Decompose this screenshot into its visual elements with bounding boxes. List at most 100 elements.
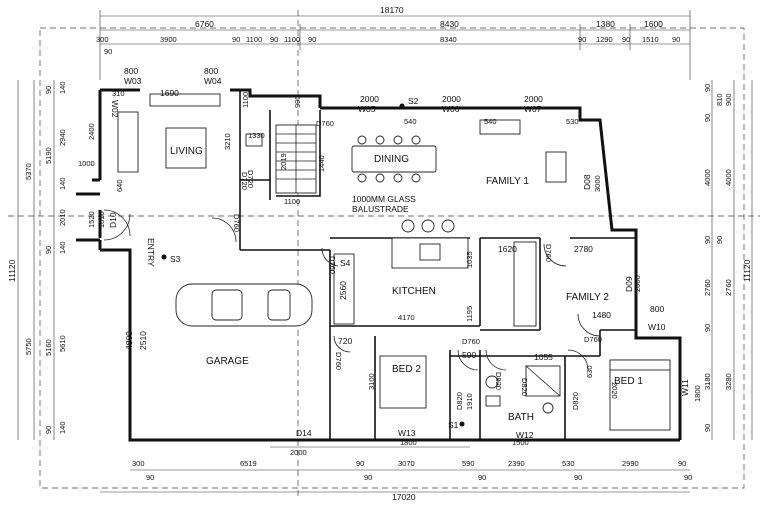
dim-640: 640 <box>115 179 124 192</box>
car <box>175 283 313 327</box>
tag-d760-4: D760 <box>462 337 480 346</box>
dim-310: 310 <box>112 89 125 98</box>
dim-1055: 1055 <box>534 352 553 362</box>
dim-1330: 1330 <box>248 131 265 140</box>
dim-left-r2-9: 90 <box>44 426 53 434</box>
living-furniture <box>117 93 263 173</box>
dim-top-r2-6: 90 <box>308 35 316 44</box>
interior-dimensions: 800 800 1690 310 1100 990 1100 3210 1330… <box>112 66 664 410</box>
tag-d08: D08 <box>582 174 592 190</box>
tag-w12: W12 <box>516 430 534 440</box>
dim-bottom-r1-2: 90 <box>356 459 364 468</box>
tag-d760-6: D760 <box>544 244 553 262</box>
dim-540b: 540 <box>484 117 497 126</box>
dim-bottom-r1-5: 2390 <box>508 459 525 468</box>
balustrade-note-line2: BALUSTRADE <box>352 204 409 214</box>
dim-left-r2-1: 90 <box>44 86 53 94</box>
dim-w07-width: 2000 <box>524 94 543 104</box>
dim-w04-width: 800 <box>204 66 218 76</box>
dim-bottom-r1-0: 300 <box>132 459 145 468</box>
tag-w05: W05 <box>358 104 376 114</box>
dim-bottom-r1-7: 2990 <box>622 459 639 468</box>
dim-bottom-r1-1: 6519 <box>240 459 257 468</box>
dim-left-a: 5370 <box>24 163 33 180</box>
dim-1100a: 1100 <box>241 92 250 108</box>
dim-right-r2-3: 4000 <box>703 169 712 186</box>
dim-1690: 1690 <box>160 88 179 98</box>
dim-right-inner-1: 3000 <box>593 175 602 192</box>
dim-right-inner-0: 1800 <box>693 385 702 402</box>
dim-4800: 4800 <box>124 331 134 350</box>
property-boundary <box>39 27 745 489</box>
dim-2020: 2020 <box>610 382 619 399</box>
dim-left-r2-0: 140 <box>58 81 67 94</box>
dim-overall-bottom: 17020 <box>392 492 416 502</box>
dim-w05-width: 2000 <box>360 94 379 104</box>
dim-right-r2-5: 90 <box>715 236 724 244</box>
tag-d760: D760 <box>316 119 334 128</box>
dim-right-r1-0: 900 <box>724 93 733 106</box>
dim-left-inner-1: 1000 <box>78 159 95 168</box>
opening-tags: W03 W04 W02 W05 W06 W07 S2 D08 D09 D10 S… <box>108 76 690 440</box>
dim-right-r2-4: 90 <box>703 236 712 244</box>
dim-left-r3-0: 5190 <box>44 147 53 164</box>
dim-bottom-r1-8: 90 <box>678 459 686 468</box>
dim-2019: 2019 <box>279 153 288 170</box>
dim-top-r2-0: 300 <box>96 35 109 44</box>
tag-d820-3: D820 <box>520 378 529 396</box>
dim-top-r2-2: 90 <box>232 35 240 44</box>
tag-d820: D820 <box>455 392 464 410</box>
tag-w13: W13 <box>398 428 416 438</box>
tag-d760-2: D760 <box>232 214 241 232</box>
room-label-bath: BATH <box>508 412 534 423</box>
tag-d14: D14 <box>296 428 312 438</box>
dim-1440: 1440 <box>317 155 326 172</box>
tag-w07: W07 <box>524 104 542 114</box>
door-swings <box>103 209 601 371</box>
tag-d760-5: D760 <box>584 335 602 344</box>
dim-right-r2-0: 90 <box>703 84 712 92</box>
dim-left-inner-0: 2400 <box>87 123 96 140</box>
dim-2780: 2780 <box>574 244 593 254</box>
dim-540a: 540 <box>404 117 417 126</box>
dim-top-r2-12: 90 <box>672 35 680 44</box>
dim-bottom-r1-3: 3070 <box>398 459 415 468</box>
tag-w03: W03 <box>124 76 142 86</box>
dim-left-r2-8: 140 <box>58 421 67 434</box>
tag-w10: W10 <box>648 322 666 332</box>
dim-w03-width: 800 <box>124 66 138 76</box>
dim-right-r2-6: 2760 <box>703 279 712 296</box>
room-label-kitchen: KITCHEN <box>392 286 436 297</box>
tag-d760-3: D760 <box>328 256 337 274</box>
dim-2510: 2510 <box>138 331 148 350</box>
dim-720: 720 <box>338 336 352 346</box>
dim-top-r2-11: 1510 <box>642 35 659 44</box>
tag-d820-2: D820 <box>494 372 503 390</box>
tag-d09: D09 <box>624 276 634 292</box>
tag-w04: W04 <box>204 76 222 86</box>
room-label-entry: ENTRY <box>146 238 156 267</box>
family1-furniture <box>479 119 567 183</box>
dim-left-r2-2: 2940 <box>58 129 67 146</box>
room-label-garage: GARAGE <box>206 356 249 367</box>
dim-1035: 1035 <box>465 251 474 268</box>
dim-bottom-inner-2: 1500 <box>512 438 529 447</box>
tag-w11: W11 <box>680 379 690 396</box>
dim-530: 530 <box>566 117 579 126</box>
beds <box>379 355 671 431</box>
dim-overall-right: 11120 <box>742 259 752 282</box>
dim-590: 590 <box>462 350 476 360</box>
interior-walls <box>239 90 636 440</box>
dim-bottom-r1b-3: 90 <box>574 473 582 482</box>
dim-top-r2-7: 8340 <box>440 35 457 44</box>
balustrade-note-line1: 1000MM GLASS <box>352 194 416 204</box>
dim-1480: 1480 <box>592 310 611 320</box>
dim-left-r3-1: 5160 <box>44 339 53 356</box>
exterior-walls <box>76 88 682 442</box>
tag-d720: D720 <box>246 170 255 188</box>
dim-top-r2-8: 90 <box>578 35 586 44</box>
dim-w06-width: 2000 <box>442 94 461 104</box>
tag-w06: W06 <box>442 104 460 114</box>
room-label-living: LIVING <box>170 146 203 157</box>
left-dimensions: 11120 5370 5750 5190 5160 140 90 2940 14… <box>7 80 106 440</box>
